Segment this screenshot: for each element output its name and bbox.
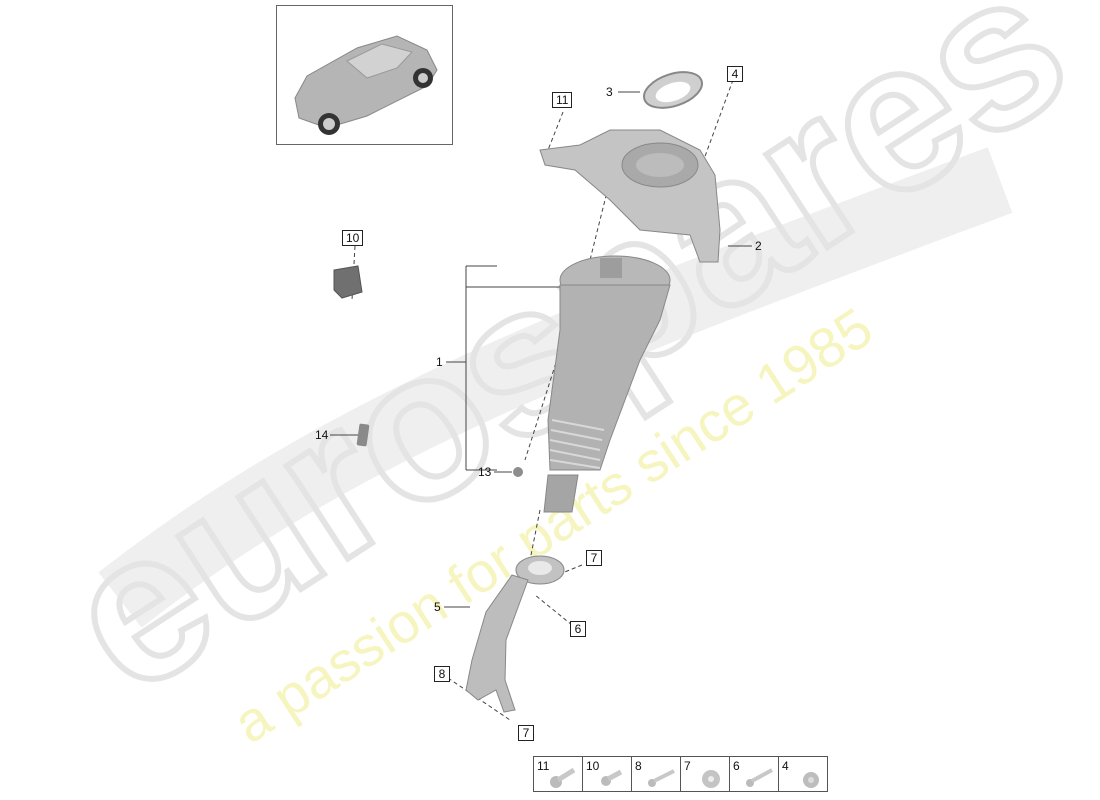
callout-7-bottom[interactable]: 7 <box>518 725 534 741</box>
callout-10[interactable]: 10 <box>342 230 364 246</box>
bolt-icon <box>746 768 773 787</box>
bolt-icon <box>648 769 675 787</box>
legend-item-8[interactable]: 8 <box>632 757 681 791</box>
callout-2[interactable]: 2 <box>755 239 762 253</box>
car-icon <box>294 35 438 135</box>
legend-item-10[interactable]: 10 <box>583 757 632 791</box>
callout-1[interactable]: 1 <box>436 355 443 369</box>
callout-8[interactable]: 8 <box>434 666 450 682</box>
legend-item-4[interactable]: 4 <box>779 757 827 791</box>
fastener-legend: 11 10 8 7 6 4 <box>533 756 828 792</box>
callout-4[interactable]: 4 <box>727 66 743 82</box>
callout-11[interactable]: 11 <box>552 92 573 108</box>
nut-icon <box>702 770 720 788</box>
bolt-icon <box>550 767 576 788</box>
callout-5[interactable]: 5 <box>434 600 441 614</box>
callout-14[interactable]: 14 <box>315 428 329 442</box>
callout-6[interactable]: 6 <box>570 621 586 637</box>
legend-item-11[interactable]: 11 <box>534 757 583 791</box>
callout-13[interactable]: 13 <box>478 465 492 479</box>
flange-nut-icon <box>803 772 819 788</box>
callout-7-top[interactable]: 7 <box>586 550 602 566</box>
callout-3[interactable]: 3 <box>606 85 613 99</box>
legend-item-7[interactable]: 7 <box>681 757 730 791</box>
legend-item-6[interactable]: 6 <box>730 757 779 791</box>
bolt-icon <box>601 769 623 786</box>
vehicle-thumbnail[interactable] <box>276 5 453 145</box>
